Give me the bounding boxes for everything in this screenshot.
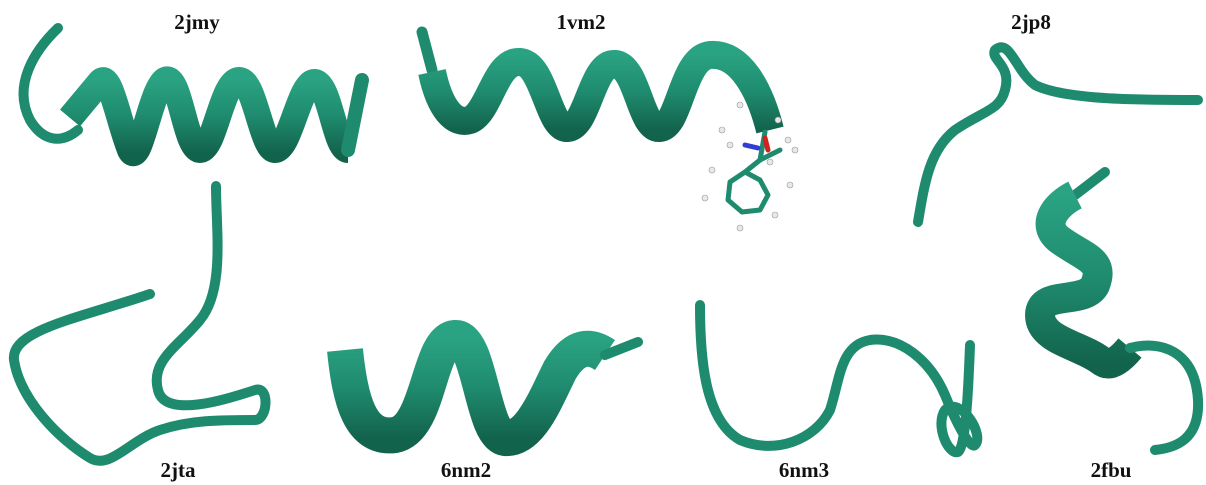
label-2fbu: 2fbu xyxy=(1090,458,1132,482)
structure-2jp8 xyxy=(913,42,1203,227)
structure-2jmy xyxy=(18,23,369,167)
structure-6nm2 xyxy=(327,320,643,456)
label-2jta: 2jta xyxy=(160,458,196,482)
structure-2fbu xyxy=(1025,167,1204,455)
label-6nm2: 6nm2 xyxy=(440,458,492,482)
label-2jp8: 2jp8 xyxy=(1011,10,1051,34)
ligand-molecule xyxy=(701,101,799,232)
label-1vm2: 1vm2 xyxy=(556,10,606,34)
structure-6nm3 xyxy=(695,300,983,457)
structure-1vm2 xyxy=(416,26,784,142)
label-2jmy: 2jmy xyxy=(174,10,220,34)
label-6nm3: 6nm3 xyxy=(778,458,830,482)
structure-2jta xyxy=(8,181,271,466)
